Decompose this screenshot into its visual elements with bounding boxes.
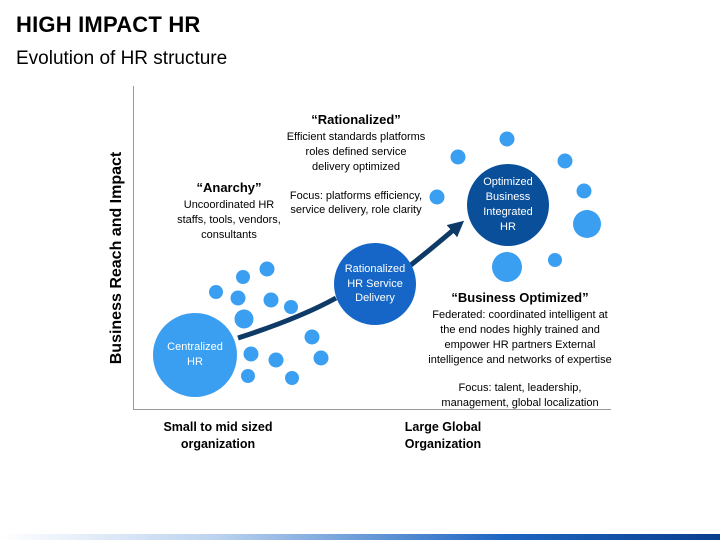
business-optimized-focus-line: Focus: talent, leadership, <box>458 382 582 395</box>
dot <box>241 369 255 383</box>
business-optimized-line: Federated: coordinated intelligent at <box>432 308 608 321</box>
x-label-small-org-line2: organization <box>180 436 256 451</box>
rationalized-focus-line: service delivery, role clarity <box>290 204 422 217</box>
x-label-small-org-line1: Small to mid sized <box>163 420 273 434</box>
anarchy-text-block: “Anarchy” Uncoordinated HR staffs, tools… <box>170 179 288 243</box>
dot <box>492 252 522 282</box>
slide-title: HIGH IMPACT HR <box>16 12 201 37</box>
rationalized-line: roles defined service <box>305 145 407 158</box>
dot <box>429 189 445 205</box>
dot <box>259 261 275 277</box>
business-optimized-focus-line: management, global localization <box>441 397 599 410</box>
x-axis-line <box>133 409 611 410</box>
dot <box>209 285 223 299</box>
x-label-small-org: Small to mid sized organization <box>150 419 286 453</box>
slide-subtitle: Evolution of HR structure <box>16 48 228 69</box>
anarchy-line: staffs, tools, vendors, <box>177 213 281 226</box>
rationalized-line: Efficient standards platforms <box>286 130 426 143</box>
anarchy-line: consultants <box>201 228 257 241</box>
stage-rationalized-circle: Rationalized HR Service Delivery <box>334 243 416 325</box>
stage-rationalized-label: Rationalized HR Service Delivery <box>344 262 406 305</box>
business-optimized-text-block: “Business Optimized” Federated: coordina… <box>414 289 626 411</box>
dot <box>234 309 254 329</box>
dot <box>285 371 299 385</box>
rationalized-text-block: “Rationalized” Efficient standards platf… <box>276 111 436 218</box>
scatter-dots <box>209 131 601 385</box>
dot <box>263 292 279 308</box>
stage-optimized-label: Optimized Business Integrated HR <box>483 176 533 233</box>
dot <box>284 300 298 314</box>
dot <box>557 153 573 169</box>
stage-optimized-circle: Optimized Business Integrated HR <box>467 164 549 246</box>
business-optimized-line: the end nodes highly trained and <box>440 323 600 336</box>
dot <box>268 352 284 368</box>
x-label-large-org: Large Global Organization <box>376 419 510 453</box>
dot <box>548 253 562 267</box>
stage-centralized-circle: Centralized HR <box>153 313 237 397</box>
dot <box>313 350 329 366</box>
dot <box>573 210 601 238</box>
dot <box>304 329 320 345</box>
stage-centralized-label: Centralized HR <box>167 341 223 368</box>
rationalized-line: delivery optimized <box>311 160 401 173</box>
dot <box>450 149 466 165</box>
dot <box>576 183 592 199</box>
dot <box>236 270 250 284</box>
dot <box>243 346 259 362</box>
x-label-large-org-line1: Large Global <box>404 420 482 434</box>
rationalized-heading: “Rationalized” <box>311 112 401 127</box>
dot <box>230 290 246 306</box>
anarchy-line: Uncoordinated HR <box>183 198 275 211</box>
x-label-large-org-line2: Organization <box>404 436 482 451</box>
y-axis-line <box>133 86 134 409</box>
anarchy-heading: “Anarchy” <box>196 180 262 195</box>
dot <box>499 131 515 147</box>
rationalized-focus-line: Focus: platforms efficiency, <box>289 189 423 202</box>
business-optimized-line: intelligence and networks of expertise <box>428 353 612 366</box>
business-optimized-heading: “Business Optimized” <box>451 290 589 305</box>
bottom-accent-strip <box>0 534 720 540</box>
business-optimized-line: empower HR partners External <box>444 338 596 351</box>
